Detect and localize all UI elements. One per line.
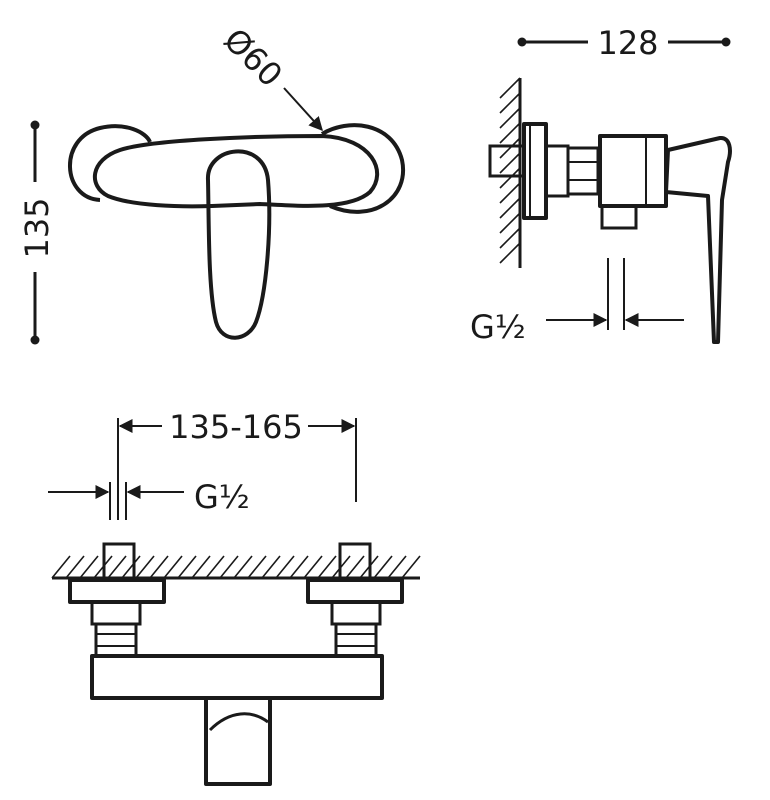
- front-view: [68, 123, 406, 340]
- bottom-thread-dimension: G½: [48, 478, 250, 520]
- side-view: [488, 77, 732, 344]
- height-label: 135: [18, 197, 56, 258]
- depth-dimension: 128: [517, 24, 731, 62]
- left-escutcheon: [68, 124, 152, 202]
- bottom-lever: [204, 700, 272, 786]
- bottom-wall-hatching: [51, 555, 421, 579]
- right-escutcheon: [320, 123, 406, 214]
- side-thread-label: G½: [470, 308, 526, 346]
- mixer-body: [92, 134, 380, 209]
- bottom-thread-label: G½: [194, 478, 250, 516]
- bottom-view: [51, 542, 421, 786]
- depth-label: 128: [597, 24, 658, 62]
- spacing-dimension: 135-165: [117, 408, 357, 520]
- lever-handle: [205, 149, 272, 340]
- height-dimension: 135: [18, 120, 56, 345]
- spacing-label: 135-165: [169, 408, 303, 446]
- bottom-body: [90, 654, 384, 700]
- wall-hatching: [499, 77, 521, 264]
- diameter-dimension: Ø60: [216, 21, 323, 132]
- side-lever: [664, 136, 732, 344]
- diameter-label: Ø60: [216, 21, 289, 94]
- side-thread-dimension: G½: [470, 258, 684, 346]
